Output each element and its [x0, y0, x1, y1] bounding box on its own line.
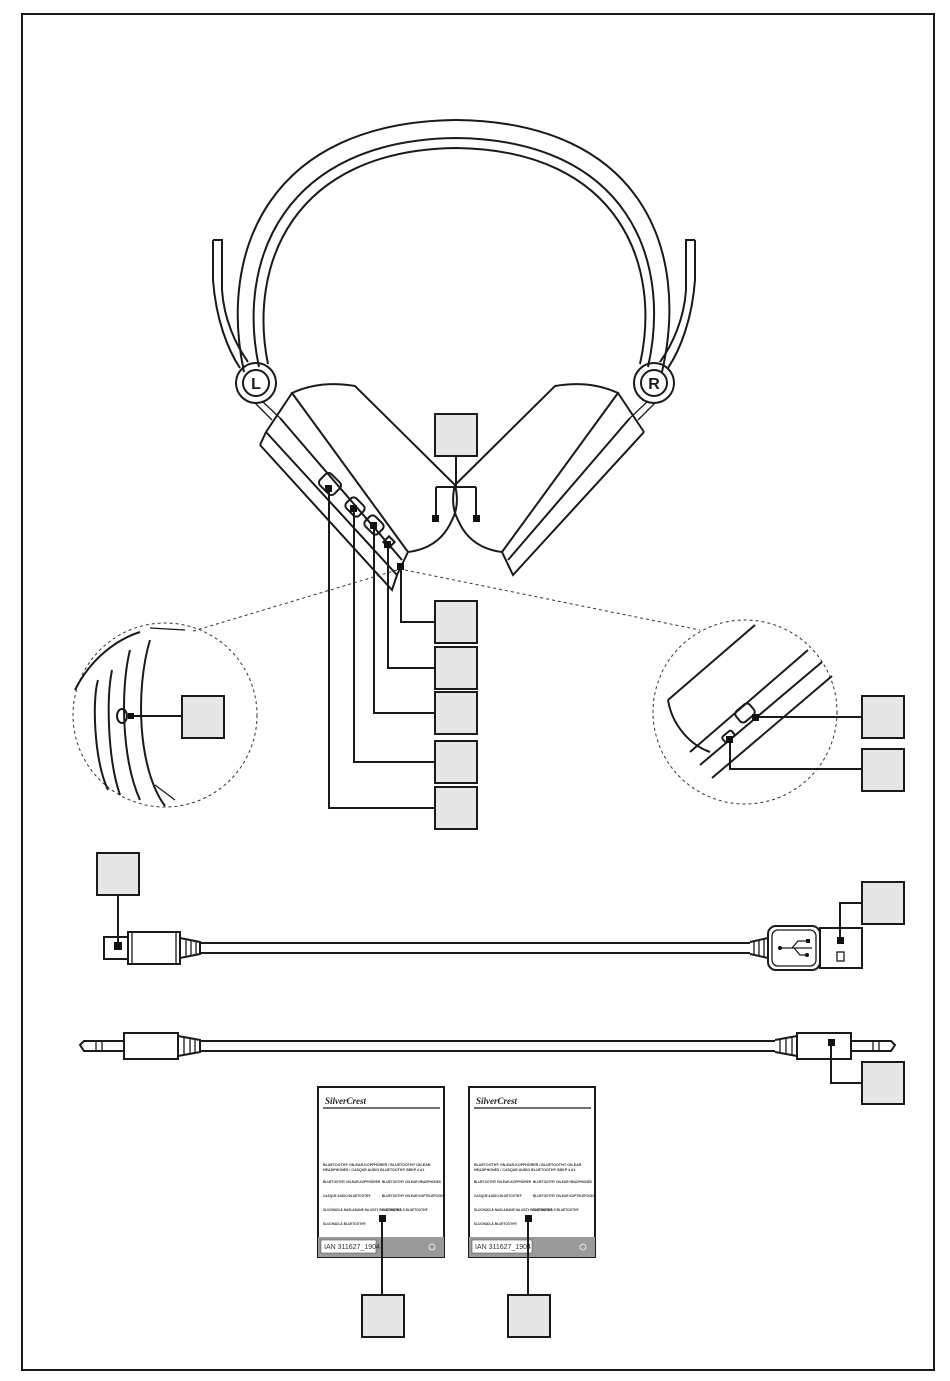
manual-left-item: BLUETOOTH® ON-EAR-KOPFHÖRER	[323, 1179, 381, 1184]
right-hinge: R	[629, 362, 675, 421]
manual-left-item: BLUETOOTH® ON-EAR HEADPHONES	[382, 1180, 441, 1184]
callout-button-2	[434, 646, 478, 690]
manual-right-item: BLUETOOTH® ON-EAR KOPTELEFOON	[533, 1194, 594, 1198]
manual-left-item: BLUETOOTH® ON-EAR KOPTELEFOON	[382, 1194, 443, 1198]
manual-right-item: BLUETOOTH® ON-EAR-KOPFHÖRER	[474, 1179, 532, 1184]
manual-left-item: SLUCHÁTKA S BLUETOOTH®	[382, 1207, 428, 1212]
left-hinge: L	[235, 362, 281, 421]
callout-microphone	[181, 695, 225, 739]
manual-left-item: SLUCHADLÁ BLUETOOTH®	[323, 1221, 366, 1226]
callout-ear-pads	[434, 413, 478, 457]
callout-button-4	[434, 740, 478, 784]
right-ear-marker: R	[648, 376, 660, 393]
callout-manual-right	[507, 1294, 551, 1338]
manual-right-ian: IAN 311627_1904	[475, 1244, 531, 1251]
usb-cable	[96, 852, 905, 971]
left-ear-marker: L	[251, 376, 261, 393]
callout-button-5	[434, 786, 478, 830]
manual-left: SilverCrest BLUETOOTH® ON-EAR-KOPFHÖRER …	[317, 1086, 445, 1338]
manual-left-item: CASQUE AUDIO BLUETOOTH®	[323, 1194, 371, 1198]
callout-button-3	[434, 691, 478, 735]
button-callouts	[325, 485, 478, 830]
manual-right-title-1: BLUETOOTH® ON-EAR-KOPFHÖRER / BLUETOOTH®…	[474, 1162, 582, 1167]
callout-audio-cable	[861, 1061, 905, 1105]
manual-right-item: SLUCHÁTKA S BLUETOOTH®	[533, 1207, 579, 1212]
left-ear-cup	[259, 383, 458, 592]
manual-right-brand: SilverCrest	[476, 1096, 518, 1106]
callout-micro-usb	[96, 852, 140, 896]
right-detail-view	[652, 619, 905, 805]
manual-left-ian: IAN 311627_1904	[324, 1244, 380, 1251]
audio-cable	[78, 1032, 905, 1105]
callout-led	[861, 695, 905, 739]
right-ear-cup	[452, 383, 645, 577]
manual-left-title-1: BLUETOOTH® ON-EAR-KOPFHÖRER / BLUETOOTH®…	[323, 1162, 431, 1167]
manual-right-item: CASQUE AUDIO BLUETOOTH®	[474, 1194, 522, 1198]
manual-right-item: SLÚCHADLÁ NASLADANE NA USZY BLUETOOTH®	[474, 1207, 553, 1212]
manual-right-title-2: HEADPHONES / CASQUE AUDIO BLUETOOTH® SBK…	[474, 1168, 576, 1172]
manual-right: SilverCrest BLUETOOTH® ON-EAR-KOPFHÖRER …	[468, 1086, 596, 1338]
callout-button-1	[434, 600, 478, 644]
manual-right-item: SLUCHADLÁ BLUETOOTH®	[474, 1221, 517, 1226]
manual-left-title-2: HEADPHONES / CASQUE AUDIO BLUETOOTH® SBK…	[323, 1168, 425, 1172]
left-detail-view	[72, 622, 258, 808]
page-frame	[21, 13, 935, 1371]
callout-usb-a	[861, 881, 905, 925]
headband	[212, 118, 696, 373]
callout-charging-port	[861, 748, 905, 792]
usb-symbol-icon	[778, 939, 812, 957]
manual-right-item: BLUETOOTH® ON-EAR HEADPHONES	[533, 1180, 592, 1184]
manual-left-item: SLÚCHADLÁ NASLADANE NA USZY BLUETOOTH®	[323, 1207, 402, 1212]
callout-manual-left	[361, 1294, 405, 1338]
manual-left-brand: SilverCrest	[325, 1096, 367, 1106]
